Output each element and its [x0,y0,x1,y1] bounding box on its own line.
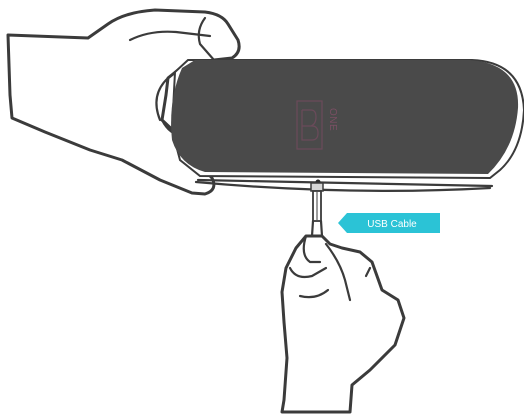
callout-label: USB Cable [367,219,417,230]
device-logo-text: ONE [327,108,338,131]
bluetooth-speaker-device: ONE [170,59,524,192]
device-logo: ONE [296,100,338,150]
right-hand [280,234,406,414]
device-top-surface [171,60,519,174]
usb-cable-callout: USB Cable [338,213,440,233]
callout-box [338,213,440,233]
